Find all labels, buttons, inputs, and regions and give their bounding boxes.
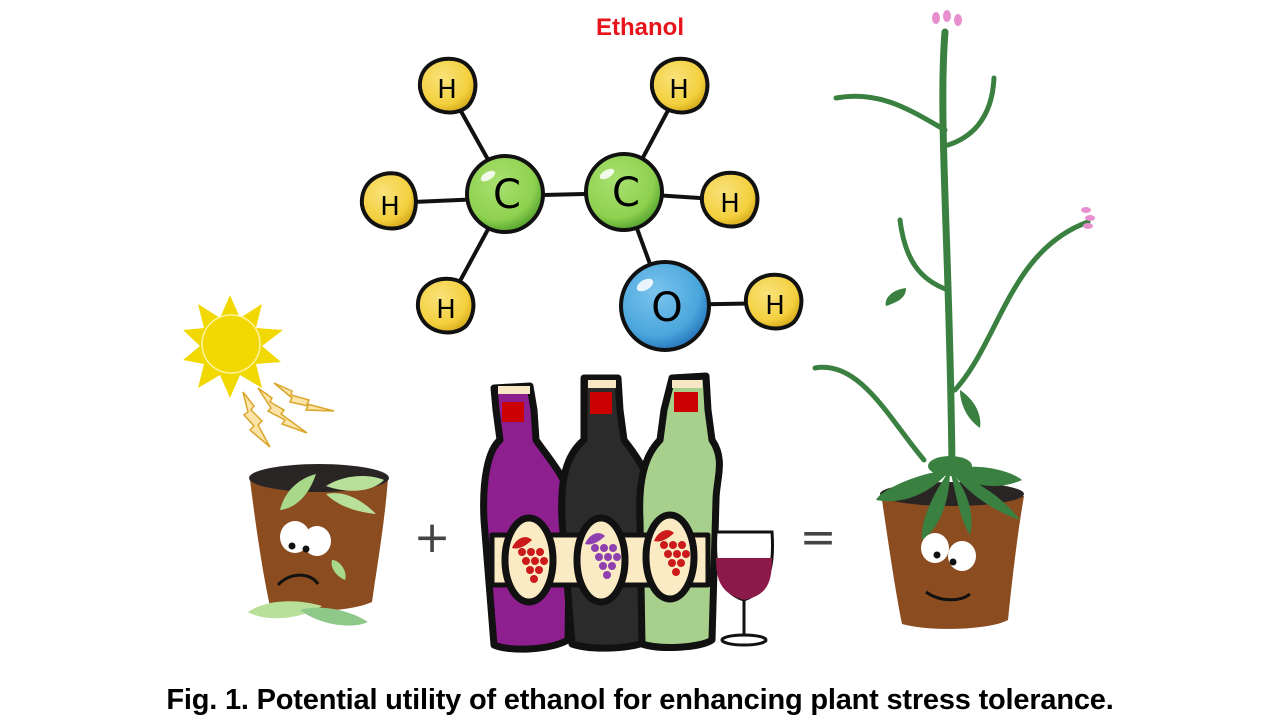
branch: [952, 219, 1091, 393]
atom-label-h5: H: [720, 189, 740, 219]
atom-label-h2: H: [380, 192, 400, 222]
smile-mouth: [925, 590, 971, 602]
tolerant-plant: [812, 10, 1095, 474]
eye: [280, 521, 310, 553]
atom-h5: H: [699, 170, 760, 229]
atom-h1: H: [417, 56, 478, 115]
wilted-leaf: [326, 476, 384, 491]
atom-h3: H: [415, 276, 476, 335]
stem-leaf: [960, 390, 981, 428]
rosette-leaves: [876, 456, 1022, 540]
stem-leaf: [885, 288, 906, 306]
eye: [948, 541, 976, 571]
happy-plant-pot: [876, 456, 1024, 629]
equals-sign: =: [800, 512, 837, 563]
branch: [833, 93, 948, 133]
atom-h2: H: [359, 171, 418, 231]
grape-icon: [512, 537, 548, 583]
wilted-leaf: [326, 493, 376, 514]
figure-caption: Fig. 1. Potential utility of ethanol for…: [166, 684, 1114, 716]
branch: [945, 75, 997, 148]
branch: [897, 217, 951, 293]
wine-glass-icon: [714, 530, 775, 647]
wine-bottles: [480, 372, 723, 653]
sun-icon: [183, 295, 283, 398]
atom-h4: H: [649, 56, 710, 115]
branch: [812, 364, 927, 463]
atom-label-c1: C: [493, 172, 521, 218]
fallen-leaf: [300, 607, 368, 626]
fallen-leaf: [248, 601, 322, 619]
atom-label-o: O: [651, 285, 682, 331]
grape-icon: [585, 533, 621, 579]
plus-sign: +: [414, 512, 451, 563]
atom-c2: C: [584, 152, 664, 232]
flower-icon: [932, 10, 1095, 229]
atom-label-h3: H: [436, 295, 456, 325]
atom-h6: H: [743, 272, 804, 331]
ethanol-molecule: H H H H H H C C: [359, 56, 804, 352]
heat-rays-icon: [242, 382, 335, 448]
eye: [303, 526, 331, 556]
bottle-green: [636, 372, 723, 651]
atom-label-c2: C: [612, 170, 640, 216]
stressed-plant-pot: [248, 464, 389, 626]
eye: [921, 533, 949, 563]
grape-icon: [654, 530, 690, 576]
atom-label-h4: H: [669, 75, 689, 105]
atom-label-h6: H: [765, 291, 785, 321]
atom-c1: C: [465, 154, 545, 234]
atom-label-h1: H: [437, 75, 457, 105]
atom-o: O: [619, 260, 711, 352]
grape-icons: [512, 530, 690, 583]
molecule-title: Ethanol: [596, 14, 684, 41]
frown-mouth: [276, 573, 320, 587]
main-stem: [939, 28, 956, 474]
wilted-leaf: [280, 474, 316, 510]
tear: [331, 560, 346, 580]
